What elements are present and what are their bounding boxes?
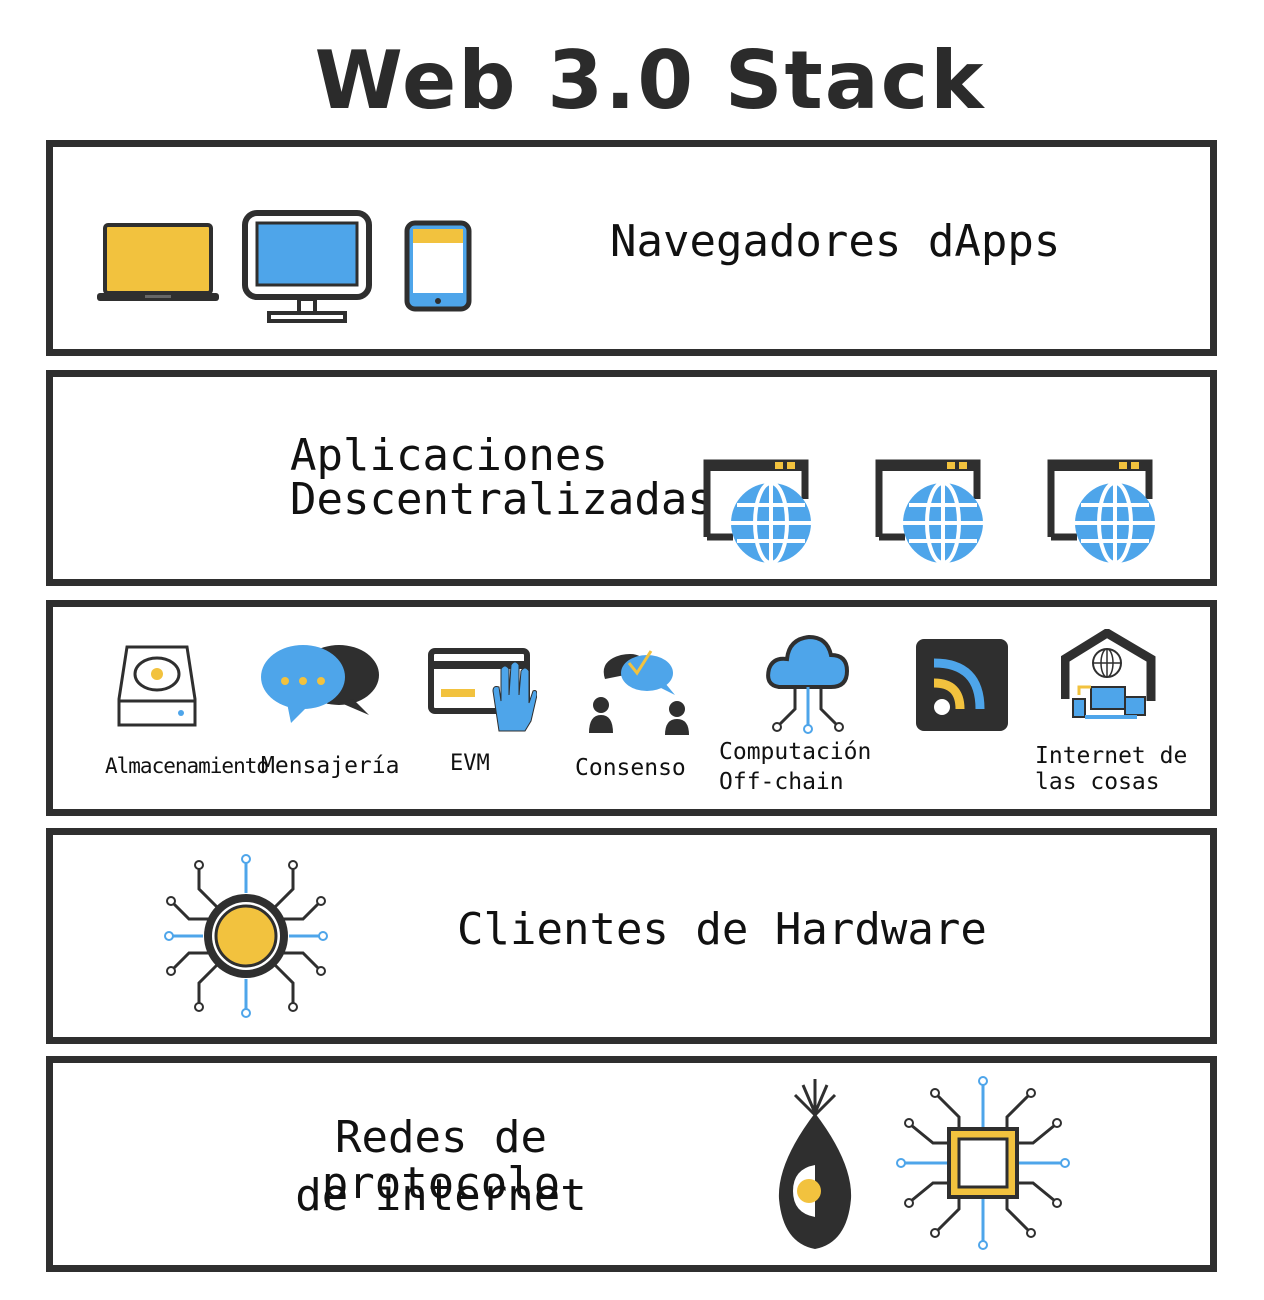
layer-label-line2: de internet — [295, 1170, 587, 1221]
item-label-iot-line2: las cosas — [1035, 769, 1160, 795]
layer-internet-protocol-networks: Redes de protocolo de internet — [46, 1056, 1217, 1272]
layer-services: Almacenamiento Mensajería EVM — [46, 600, 1217, 816]
browser-globe-icon — [1047, 457, 1159, 569]
chat-bubbles-icon — [257, 639, 385, 729]
protocol-drop-icon — [773, 1073, 857, 1251]
item-label-offchain-line1: Computación — [719, 739, 872, 765]
rss-feed-icon — [916, 639, 1010, 733]
page-title: Web 3.0 Stack — [314, 34, 986, 127]
layer-label: Clientes de Hardware — [457, 904, 987, 955]
item-label-consensus: Consenso — [575, 755, 686, 781]
microchip-icon — [893, 1073, 1073, 1253]
item-label-offchain-line2: Off-chain — [719, 769, 844, 795]
browser-globe-icon — [875, 457, 987, 569]
layer-decentralized-apps: Aplicaciones Descentralizadas — [46, 370, 1217, 586]
item-label-iot-line1: Internet de — [1035, 743, 1188, 769]
layer-dapp-browsers: Navegadores dApps — [46, 140, 1217, 356]
tablet-icon — [403, 219, 475, 315]
layer-hardware-clients: Clientes de Hardware — [46, 828, 1217, 1044]
layer-label: Navegadores dApps — [610, 216, 1061, 267]
layer-label-line1: Aplicaciones — [290, 430, 608, 481]
desktop-monitor-icon — [241, 209, 375, 325]
item-label-storage: Almacenamiento — [105, 754, 269, 778]
iot-home-icon — [1061, 629, 1157, 729]
cloud-network-icon — [765, 629, 851, 739]
laptop-icon — [97, 219, 221, 305]
item-label-messaging: Mensajería — [261, 753, 400, 779]
hardware-node-icon — [163, 853, 329, 1019]
storage-drive-icon — [115, 643, 199, 729]
evm-card-hand-icon — [427, 647, 537, 733]
item-label-evm: EVM — [450, 751, 490, 776]
layer-label-line1: Redes de protocolo — [321, 1112, 561, 1209]
consensus-people-icon — [585, 643, 697, 739]
browser-globe-icon — [703, 457, 815, 569]
layer-label-line2: Descentralizadas — [290, 474, 714, 525]
